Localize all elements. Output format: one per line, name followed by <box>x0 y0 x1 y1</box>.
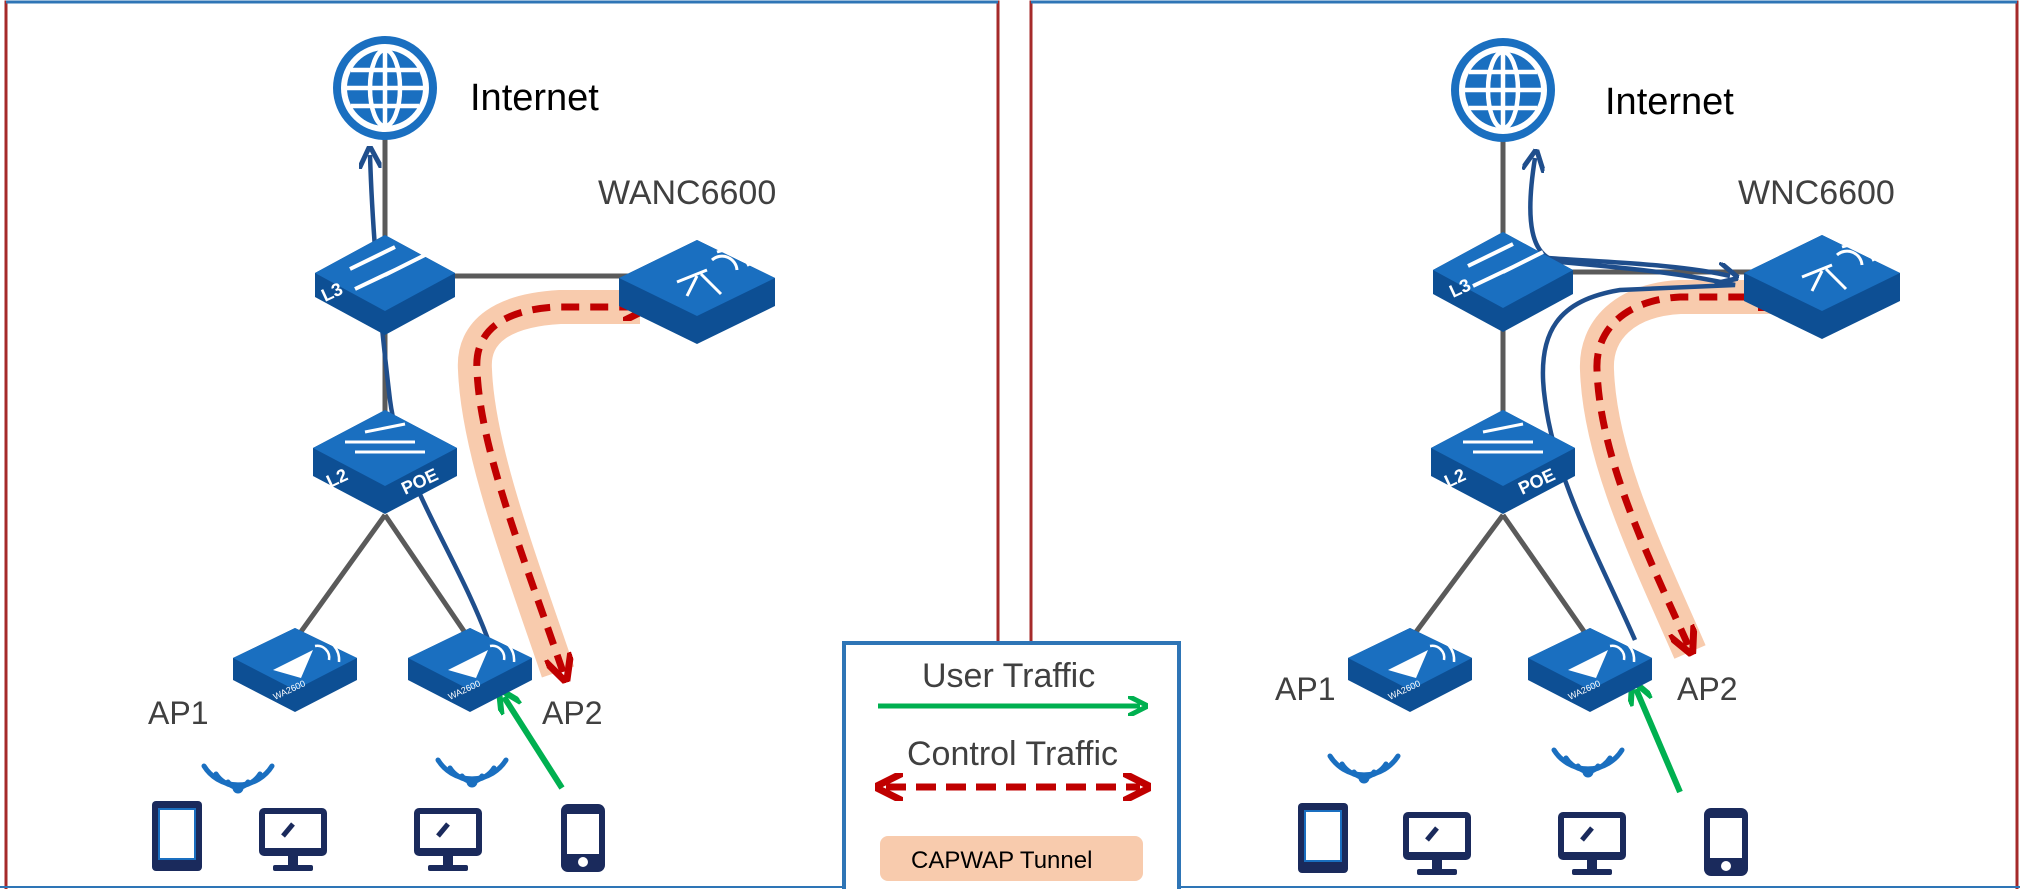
right-green-arrow <box>1636 689 1683 794</box>
left-tablet-icon <box>152 801 202 871</box>
left-internet-label: Internet <box>470 77 599 119</box>
left-controller-icon <box>619 240 775 344</box>
right-l2-poe-switch-icon <box>1431 410 1575 514</box>
legend-control-traffic-label: Control Traffic <box>907 735 1118 773</box>
right-ap2-icon <box>1528 628 1652 712</box>
right-control-traffic-path <box>1593 297 1775 645</box>
right-internet-globe-icon <box>1451 38 1555 142</box>
right-capwap-tunnel <box>1579 280 1780 659</box>
left-control-traffic-path <box>473 307 640 672</box>
right-wifi-icon-1 <box>1327 753 1401 784</box>
right-l3-switch-icon <box>1433 232 1573 332</box>
legend-capwap-label: CAPWAP Tunnel <box>911 847 1092 874</box>
right-controller-label: WNC6600 <box>1738 174 1895 212</box>
right-monitor-icon-2 <box>1558 812 1626 875</box>
left-user-traffic-path <box>370 155 493 646</box>
left-capwap-tunnel <box>457 290 640 678</box>
left-ap2-icon <box>408 628 532 712</box>
left-controller-label: WANC6600 <box>598 174 776 212</box>
left-monitor-icon-1 <box>259 808 327 871</box>
left-internet-globe-icon <box>333 36 437 140</box>
left-l2-poe-switch-icon <box>313 410 457 514</box>
left-monitor-icon-2 <box>414 808 482 871</box>
right-user-traffic-path-to-controller <box>1547 255 1730 276</box>
left-panel: Internet L3 L2 POE <box>148 36 776 872</box>
left-wifi-icon-2 <box>435 757 509 788</box>
left-l3-switch-icon <box>315 235 455 335</box>
legend-user-traffic-label: User Traffic <box>922 657 1095 695</box>
right-monitor-icon-1 <box>1403 812 1471 875</box>
right-controller-icon <box>1744 235 1900 339</box>
right-phone-icon <box>1704 808 1748 876</box>
right-panel: Internet L3 L2 POE <box>1275 38 1900 876</box>
legend-capwap-swatch <box>880 836 1143 881</box>
legend: User Traffic Control Traffic CAPWAP Tunn… <box>842 641 1181 889</box>
right-internet-label: Internet <box>1605 81 1734 123</box>
left-wifi-icon-1 <box>201 763 275 794</box>
left-phone-icon <box>561 804 605 872</box>
left-green-arrow <box>504 697 565 790</box>
right-ap2-label: AP2 <box>1677 671 1737 707</box>
left-ap2-label: AP2 <box>542 695 602 731</box>
left-ap1-icon <box>233 628 357 712</box>
right-tablet-icon <box>1298 803 1348 873</box>
right-ap1-icon <box>1348 628 1472 712</box>
right-wifi-icon-2 <box>1551 747 1625 778</box>
right-user-traffic-path-up <box>1530 158 1736 641</box>
right-ap1-label: AP1 <box>1275 671 1335 707</box>
left-ap1-label: AP1 <box>148 695 208 731</box>
